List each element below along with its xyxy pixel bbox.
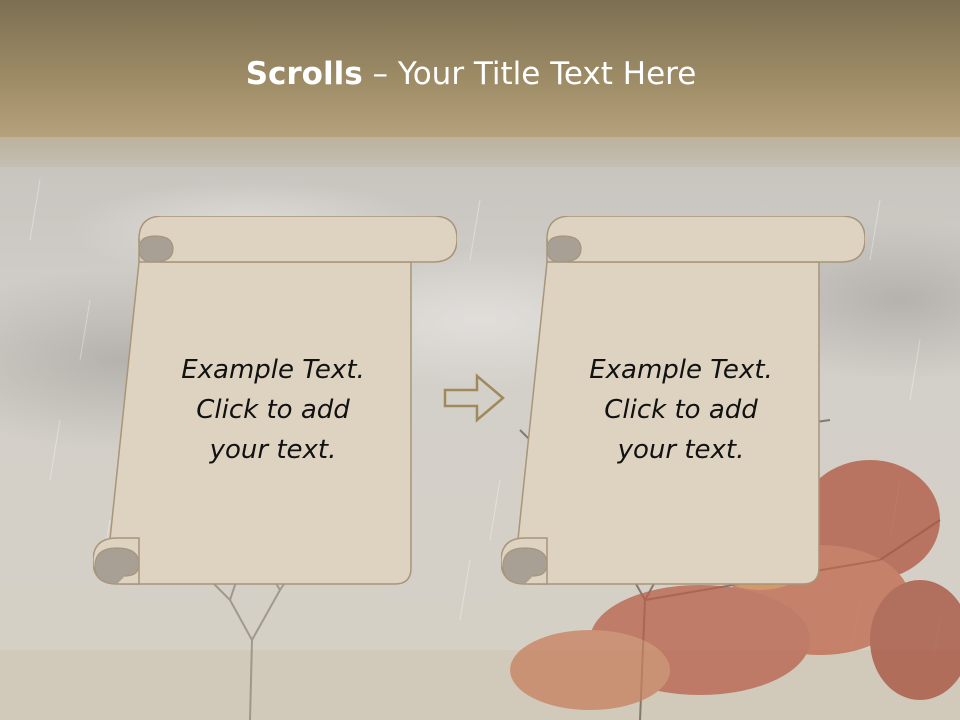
scroll-1[interactable]: Example Text. Click to add your text.: [93, 216, 457, 588]
title-rest: – Your Title Text Here: [362, 56, 697, 92]
scroll-text-line: Click to add: [196, 395, 350, 425]
scroll-text[interactable]: Example Text. Click to add your text.: [541, 350, 821, 470]
title-bar: [0, 0, 960, 137]
slide-title[interactable]: Scrolls – Your Title Text Here: [0, 52, 942, 96]
scroll-text-line: Example Text.: [181, 355, 365, 385]
scroll-shape: [93, 216, 457, 585]
title-band: [0, 137, 960, 167]
scroll-text-line: Click to add: [604, 395, 758, 425]
scroll-text-line: your text.: [209, 435, 337, 465]
tree-left: [204, 559, 301, 720]
scroll-text-line: Example Text.: [589, 355, 773, 385]
right-arrow-outline-icon: [443, 373, 505, 423]
title-bold: Scrolls: [245, 56, 363, 92]
scroll-2[interactable]: Example Text. Click to add your text.: [501, 216, 865, 588]
scroll-shape: [501, 216, 865, 585]
scroll-text[interactable]: Example Text. Click to add your text.: [133, 350, 413, 470]
scroll-text-line: your text.: [617, 435, 745, 465]
